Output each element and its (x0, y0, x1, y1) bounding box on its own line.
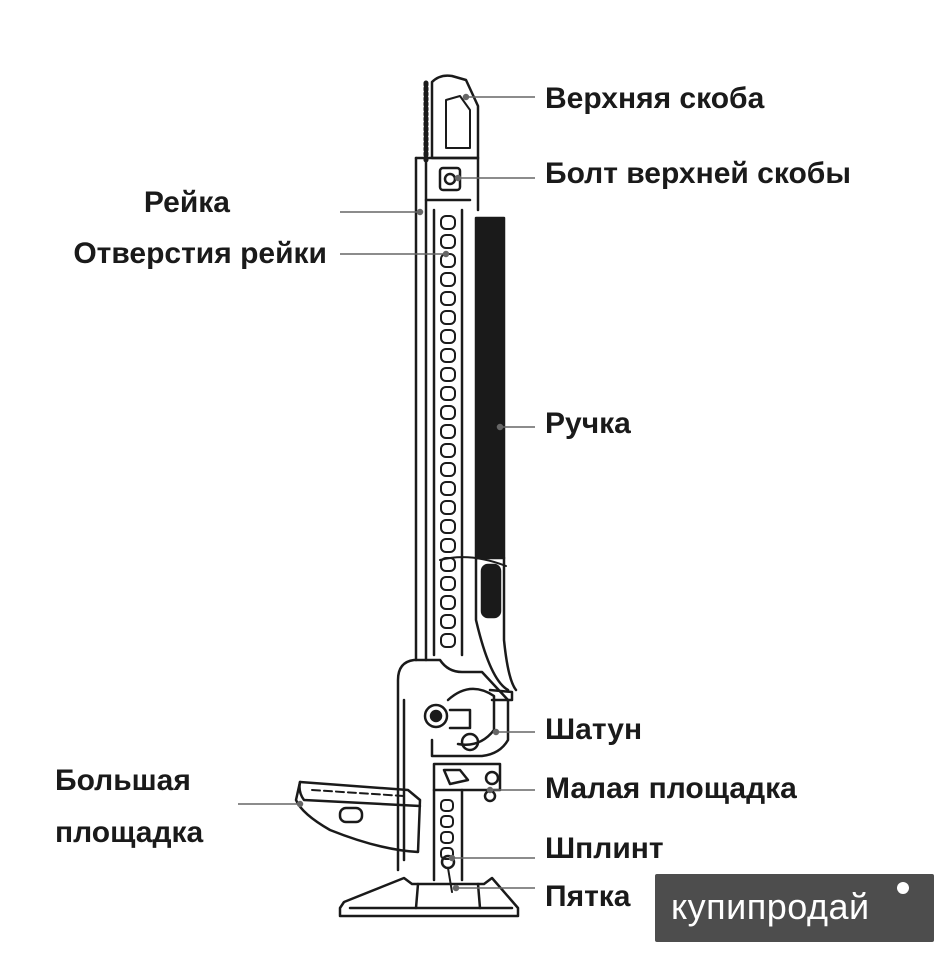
label-top-clamp-bolt: Болт верхней скобы (545, 157, 851, 190)
rack-hole (440, 291, 456, 306)
rack-hole (440, 595, 456, 610)
rack-hole (440, 462, 456, 477)
leader-top-clamp-bolt (454, 174, 535, 182)
leader-large-platform (238, 800, 304, 808)
label-large-platform-line1: Большая (55, 764, 191, 797)
rack-hole (440, 215, 456, 230)
leader-heel (452, 884, 535, 892)
watermark-text: купипродай (671, 886, 870, 927)
rack (414, 156, 480, 662)
connecting-rod (396, 658, 514, 872)
large-platform (294, 780, 422, 854)
rack-hole (440, 481, 456, 496)
rack-hole (440, 614, 456, 629)
label-rack-holes: Отверстия рейки (73, 237, 327, 270)
label-top-clamp: Верхняя скоба (545, 82, 765, 115)
rack-hole (440, 633, 456, 648)
watermark: купипродай (655, 874, 934, 942)
label-heel: Пятка (545, 880, 631, 913)
label-small-platform: Малая площадка (545, 772, 797, 805)
heel (338, 876, 520, 918)
rack-holes (440, 215, 456, 860)
rack-hole (440, 272, 456, 287)
rack-hole (440, 348, 456, 363)
label-cotter-pin: Шплинт (545, 832, 664, 865)
rack-hole (440, 815, 454, 828)
top-clamp (423, 74, 480, 163)
handle (439, 216, 518, 692)
leader-top-clamp (462, 93, 535, 101)
rack-hole (440, 576, 456, 591)
leader-rack (340, 208, 424, 216)
rack-hole (440, 310, 456, 325)
label-rack: Рейка (143, 186, 230, 219)
watermark-dot (897, 882, 909, 894)
rack-hole (440, 847, 454, 860)
rack-hole (440, 500, 456, 515)
rack-hole (440, 405, 456, 420)
rack-hole (440, 424, 456, 439)
rack-hole (440, 831, 454, 844)
rack-hole (440, 443, 456, 458)
rack-hole (440, 386, 456, 401)
rack-hole (440, 799, 454, 812)
cotter-pin (432, 788, 464, 893)
rack-hole (440, 234, 456, 249)
small-platform (432, 762, 502, 803)
rack-hole (440, 538, 456, 553)
leader-small-platform (486, 786, 535, 794)
rack-hole (440, 519, 456, 534)
label-handle: Ручка (545, 407, 631, 440)
leader-rack-holes (340, 250, 450, 258)
leader-handle (496, 423, 535, 431)
leader-connecting-rod (492, 728, 535, 736)
label-connecting-rod: Шатун (545, 713, 643, 746)
leader-cotter-pin (448, 854, 535, 862)
rack-hole (440, 367, 456, 382)
rack-hole (440, 329, 456, 344)
label-large-platform-line2: площадка (55, 816, 204, 849)
